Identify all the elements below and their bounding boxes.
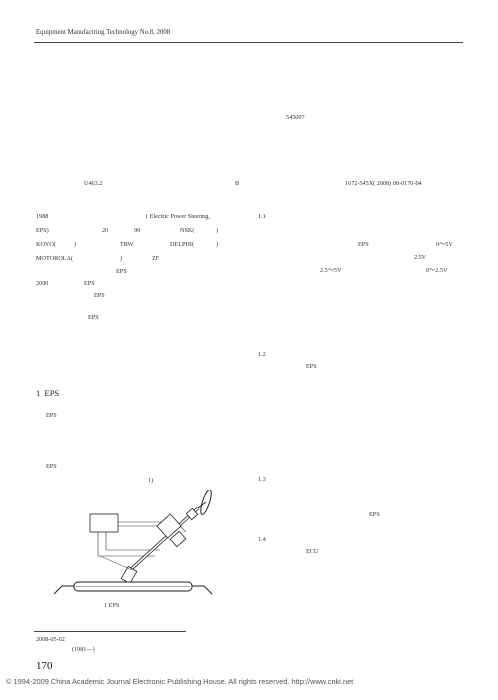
right-text: 2.5～5V: [320, 267, 342, 274]
document-code: B: [235, 180, 240, 187]
left-text: ): [216, 241, 219, 248]
left-text: NSK(: [180, 227, 195, 234]
left-text: TRW: [120, 241, 134, 248]
right-text: EPS: [306, 363, 317, 370]
right-text: EPS: [358, 241, 369, 248]
ecu-box: [89, 513, 119, 533]
reducer: [169, 530, 187, 548]
section-number: 1: [36, 388, 41, 398]
steering-wheel: [200, 490, 212, 515]
affiliation-postcode: 545007: [286, 114, 305, 121]
left-text: ( Electric Power Steering,: [146, 213, 210, 220]
torque-sensor: [185, 507, 199, 521]
footnote-rule: [34, 631, 186, 632]
right-text: EPS: [369, 511, 380, 518]
copyright-line: © 1994-2009 China Academic Journal Elect…: [6, 677, 354, 686]
right-text: 0～2.5V: [426, 267, 448, 274]
left-text: 1988: [36, 213, 49, 220]
subsection-number: 1.4: [258, 536, 266, 543]
left-text: EPS: [94, 292, 105, 299]
left-text: KOYO(: [36, 241, 56, 248]
clc-number: U463.2: [84, 180, 103, 187]
left-text: ): [120, 255, 123, 262]
pinion: [120, 565, 138, 585]
section-title: EPS: [44, 388, 60, 398]
section-text: EPS: [46, 412, 57, 419]
subsection-number: 1.3: [258, 476, 266, 483]
left-text: 90: [134, 227, 141, 234]
left-text: EPS: [88, 314, 99, 321]
section-text: 1): [148, 477, 154, 484]
left-text: ): [216, 227, 219, 234]
left-text: ZF: [152, 255, 160, 262]
left-text: EPS): [36, 227, 49, 234]
section-text: EPS: [46, 463, 57, 470]
left-text: MOTOROLA(: [36, 255, 74, 262]
eps-system-diagram: [53, 490, 213, 595]
right-text: 2.5V: [414, 254, 427, 261]
subsection-number: 1.2: [258, 351, 266, 358]
right-text: 0～5V: [436, 241, 453, 248]
footnote-received: 2008-05-02: [36, 636, 65, 643]
running-header: Equipment Manufactring Technology No.8, …: [36, 29, 171, 36]
left-text: 20: [102, 227, 109, 234]
motor: [156, 513, 182, 539]
left-text: EPS: [116, 268, 127, 275]
subsection-number: 1.1: [258, 213, 266, 220]
left-text: EPS: [84, 280, 95, 287]
header-rule: [34, 42, 463, 43]
left-text: ): [74, 241, 77, 248]
article-id: 1672-545X( 2008) 08-0170-04: [345, 180, 422, 187]
footnote-author: (1981—): [72, 646, 95, 653]
section-heading: 1 EPS: [36, 389, 59, 398]
right-text: ECU: [306, 548, 319, 555]
page-number: 170: [36, 660, 53, 672]
left-text: 2000: [36, 280, 49, 287]
left-text: DELPHI(: [170, 241, 195, 248]
figure-caption: 1 EPS: [104, 602, 120, 609]
